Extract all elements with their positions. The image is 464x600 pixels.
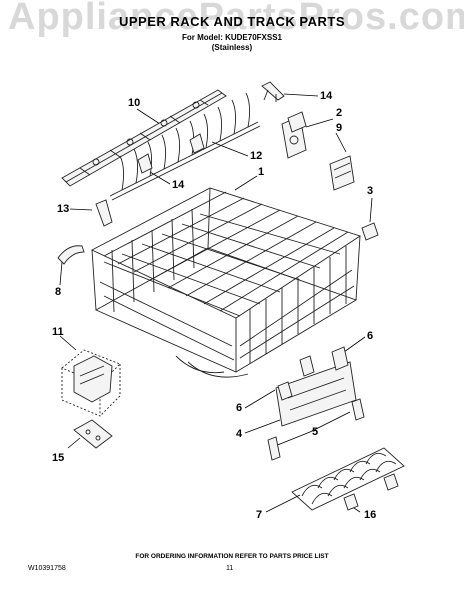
callout-7: 7 bbox=[256, 509, 263, 521]
callout-1: 1 bbox=[258, 166, 265, 178]
watermark: AppliancePartsPros.com bbox=[8, 0, 464, 38]
callout-10: 10 bbox=[128, 97, 141, 109]
diagram-title: UPPER RACK AND TRACK PARTS bbox=[118, 14, 346, 29]
adjuster-assembly-part bbox=[267, 346, 365, 461]
callout-9: 9 bbox=[336, 122, 343, 134]
clip-part-lower bbox=[343, 473, 399, 511]
model-line: For Model: KUDE70FXSS1 bbox=[181, 33, 282, 42]
callout-11: 11 bbox=[52, 326, 64, 338]
callout-16: 16 bbox=[364, 509, 377, 521]
finish-line: (Stainless) bbox=[211, 43, 253, 52]
clip-part-right bbox=[361, 222, 379, 241]
bracket-part-left bbox=[73, 419, 113, 449]
callout-2: 2 bbox=[336, 107, 343, 119]
callout-5: 5 bbox=[312, 426, 319, 438]
callout-14-mid: 14 bbox=[172, 179, 185, 191]
cup-shelf-part bbox=[61, 349, 121, 417]
callout-15: 15 bbox=[52, 452, 65, 464]
clip-part-top bbox=[261, 81, 285, 102]
callout-6-left: 6 bbox=[236, 402, 243, 414]
leader-lines bbox=[59, 93, 373, 513]
callout-4: 4 bbox=[236, 428, 243, 440]
rack-stop-part bbox=[57, 199, 113, 265]
callout-8: 8 bbox=[55, 286, 62, 298]
track-rail-part bbox=[61, 89, 227, 187]
callout-14-top: 14 bbox=[320, 90, 333, 102]
callout-13: 13 bbox=[57, 203, 70, 215]
ordering-note: FOR ORDERING INFORMATION REFER TO PARTS … bbox=[135, 553, 329, 560]
callout-6-right: 6 bbox=[367, 330, 374, 342]
page-number: 11 bbox=[226, 565, 234, 572]
fold-down-tines-part bbox=[109, 92, 261, 201]
callout-12: 12 bbox=[250, 150, 263, 162]
rack-adjuster-part bbox=[281, 111, 355, 191]
wire-tine-rack-part bbox=[291, 447, 405, 511]
document-number: W10391758 bbox=[28, 565, 66, 572]
upper-rack-basket bbox=[90, 187, 362, 378]
callout-3: 3 bbox=[367, 185, 374, 197]
